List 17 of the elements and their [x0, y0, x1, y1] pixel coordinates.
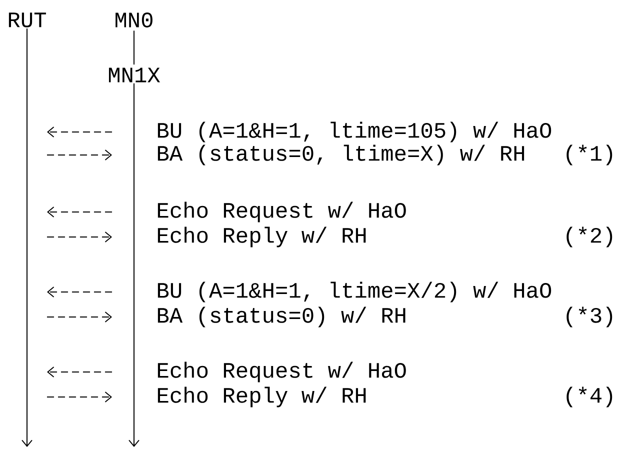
footnote-mark: (*3): [566, 306, 612, 328]
message-label: Echo Request w/ HaO: [158, 202, 406, 222]
message-label: BU (A=1&H=1, ltime=X/2) w/ HaO: [158, 282, 552, 302]
message-label: BU (A=1&H=1, ltime=105) w/ HaO: [158, 122, 552, 142]
lifeline-arrow: [128, 82, 140, 447]
footnote-mark: (*4): [566, 386, 612, 408]
lifeline-arrow: [22, 28, 32, 447]
message-label: BA (status=0) w/ RH: [158, 306, 406, 328]
footnote-mark: (*2): [566, 226, 612, 248]
participant-label: RUT: [8, 12, 46, 28]
message-label: Echo Reply w/ RH: [158, 226, 366, 248]
footnote-mark: (*1): [566, 144, 612, 166]
message-label: Echo Request w/ HaO: [158, 362, 406, 382]
participant-label: MN0: [116, 12, 152, 28]
message-label: BA (status=0, ltime=X) w/ RH: [158, 144, 524, 166]
participant-label: MN1X: [108, 68, 160, 82]
message-label: Echo Reply w/ RH: [158, 386, 366, 408]
